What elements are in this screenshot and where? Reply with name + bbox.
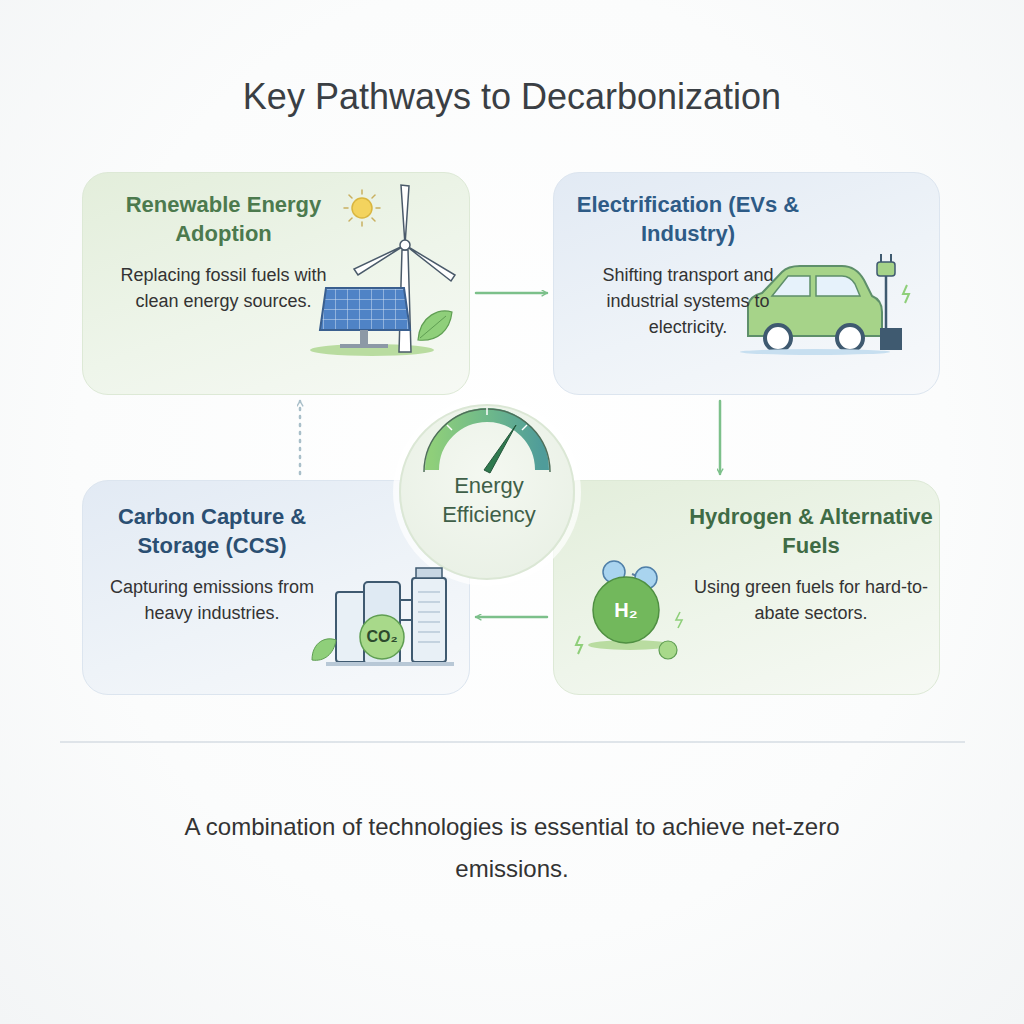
text-column: Renewable Energy AdoptionReplacing fossi… xyxy=(101,191,346,314)
flow-arrow xyxy=(476,616,547,619)
flow-arrow xyxy=(299,401,302,474)
node-heading: Energy Efficiency xyxy=(409,472,569,529)
pathway-box: Renewable Energy AdoptionReplacing fossi… xyxy=(82,172,470,395)
center-circle: Energy Efficiency xyxy=(399,404,575,580)
divider-line xyxy=(60,741,965,743)
icon-label: H₂ xyxy=(614,599,637,622)
pathway-box: Electrification (EVs & Industry) Shifting… xyxy=(553,172,940,395)
diagram-caption: A combination of technologies is essenti… xyxy=(182,806,842,890)
node-description: Capturing emissions from heavy industrie… xyxy=(101,574,323,626)
diagram-title: Key Pathways to Decarbonization xyxy=(0,76,1024,118)
pathway-box: Hydrogen & Alternative FuelsUsing green … xyxy=(553,480,940,695)
text-column: Energy Efficiency xyxy=(409,472,569,529)
node-heading: Renewable Energy Adoption xyxy=(101,191,346,248)
text-column: Electrification (EVs & Industry) Shifting… xyxy=(572,191,804,340)
node-heading: Electrification (EVs & Industry) xyxy=(572,191,804,248)
icon-label: CO₂ xyxy=(366,628,397,646)
flow-arrow xyxy=(476,292,547,295)
text-column: Hydrogen & Alternative FuelsUsing green … xyxy=(688,503,934,626)
node-description: Shifting transport and industrial system… xyxy=(572,262,804,340)
node-heading: Hydrogen & Alternative Fuels xyxy=(688,503,934,560)
node-description: Replacing fossil fuels with clean energy… xyxy=(101,262,346,314)
node-description: Using green fuels for hard-to-abate sect… xyxy=(688,574,934,626)
text-column: Carbon Capture & Storage (CCS) Capturing … xyxy=(101,503,323,626)
node-heading: Carbon Capture & Storage (CCS) xyxy=(101,503,323,560)
flow-arrow xyxy=(719,401,722,474)
